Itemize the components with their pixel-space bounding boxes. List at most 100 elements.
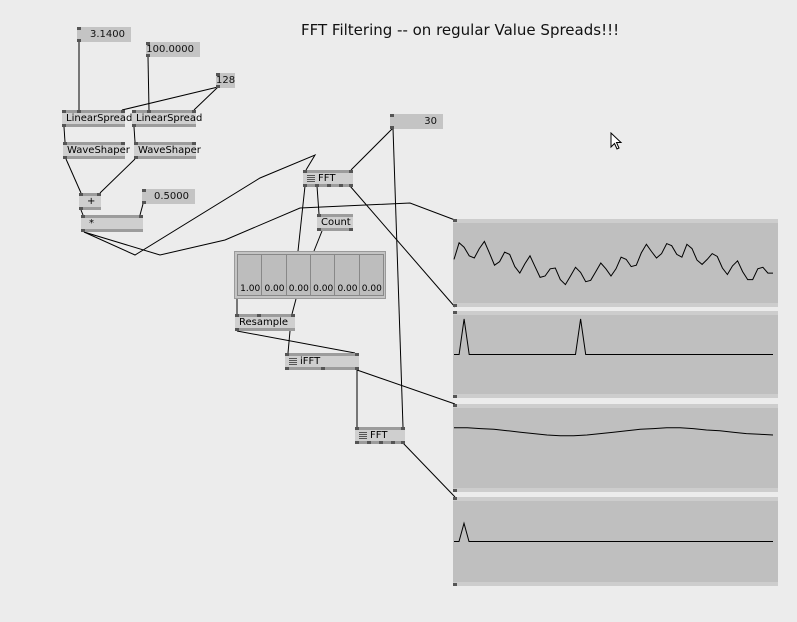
output-pin[interactable]: [327, 184, 331, 187]
input-pin[interactable]: [453, 497, 457, 500]
output-pin[interactable]: [349, 228, 353, 231]
output-pin[interactable]: [453, 395, 457, 398]
node-fft-1[interactable]: FFT: [303, 170, 353, 187]
output-pin[interactable]: [453, 489, 457, 492]
waveform: [454, 427, 774, 437]
output-pin[interactable]: [401, 441, 405, 444]
node-add[interactable]: +: [79, 193, 101, 210]
iobox-3-14[interactable]: 3.1400: [77, 27, 131, 42]
output-pin[interactable]: [285, 367, 289, 370]
renderer-filtered-signal[interactable]: [453, 404, 778, 492]
input-pin[interactable]: [192, 110, 196, 113]
input-pin[interactable]: [285, 353, 289, 356]
input-pin[interactable]: [146, 42, 150, 45]
renderer-filtered-spectrum[interactable]: [453, 497, 778, 586]
output-pin[interactable]: [453, 583, 457, 586]
output-pin[interactable]: [81, 229, 85, 232]
output-pin[interactable]: [355, 441, 359, 444]
output-pin[interactable]: [216, 85, 220, 88]
input-pin[interactable]: [355, 353, 359, 356]
output-pin[interactable]: [77, 39, 81, 42]
output-pin[interactable]: [321, 367, 325, 370]
output-pin[interactable]: [355, 367, 359, 370]
iobox-128[interactable]: 128: [216, 73, 235, 88]
output-pin[interactable]: [453, 304, 457, 307]
input-pin[interactable]: [453, 311, 457, 314]
renderer-fft-spectrum[interactable]: [453, 311, 778, 398]
output-pin[interactable]: [379, 441, 383, 444]
output-pin[interactable]: [132, 124, 136, 127]
node-waveshaper-1[interactable]: WaveShaper: [63, 142, 130, 159]
input-pin[interactable]: [79, 193, 83, 196]
output-pin[interactable]: [62, 124, 66, 127]
input-pin[interactable]: [139, 215, 143, 218]
menu-icon[interactable]: [359, 431, 367, 439]
spread-cell[interactable]: 0.00: [334, 254, 360, 296]
output-pin[interactable]: [390, 126, 394, 129]
iobox-30[interactable]: 30: [390, 114, 443, 129]
output-pin[interactable]: [142, 201, 146, 204]
output-pin[interactable]: [134, 156, 138, 159]
node-label: Resample: [239, 317, 289, 328]
menu-icon[interactable]: [289, 357, 297, 365]
input-pin[interactable]: [355, 427, 359, 430]
spread-cell[interactable]: 0.00: [309, 254, 336, 296]
input-pin[interactable]: [192, 142, 196, 145]
input-pin[interactable]: [142, 189, 146, 192]
input-pin[interactable]: [63, 142, 67, 145]
input-pin[interactable]: [121, 110, 125, 113]
input-pin[interactable]: [147, 110, 151, 113]
node-ifft[interactable]: iFFT: [285, 353, 359, 370]
input-pin[interactable]: [401, 427, 405, 430]
node-label: LinearSpread: [66, 113, 133, 124]
output-pin[interactable]: [63, 156, 67, 159]
input-pin[interactable]: [77, 110, 81, 113]
input-pin[interactable]: [349, 170, 353, 173]
input-pin[interactable]: [216, 73, 220, 76]
spread-iobox[interactable]: 1.00 0.00 0.00 0.00 0.00 0.00: [234, 251, 386, 299]
node-linearspread-2[interactable]: LinearSpread: [132, 110, 202, 127]
input-pin[interactable]: [303, 170, 307, 173]
spread-cell[interactable]: 0.00: [261, 254, 287, 296]
menu-icon[interactable]: [307, 174, 315, 182]
spread-cell[interactable]: 0.00: [285, 254, 311, 296]
iobox-value: 3.1400: [90, 29, 125, 40]
node-waveshaper-2[interactable]: WaveShaper: [134, 142, 201, 159]
output-pin[interactable]: [315, 184, 319, 187]
input-pin[interactable]: [62, 110, 66, 113]
input-pin[interactable]: [257, 314, 261, 317]
iobox-100[interactable]: 100.0000: [146, 42, 200, 57]
input-pin[interactable]: [390, 114, 394, 117]
input-pin[interactable]: [132, 110, 136, 113]
output-pin[interactable]: [349, 184, 353, 187]
node-fft-2[interactable]: FFT: [355, 427, 405, 444]
spread-cell[interactable]: 1.00: [237, 254, 263, 296]
waveform: [454, 521, 773, 542]
input-pin[interactable]: [77, 27, 81, 30]
output-pin[interactable]: [303, 184, 307, 187]
node-linearspread-1[interactable]: LinearSpread: [62, 110, 132, 127]
output-pin[interactable]: [79, 207, 83, 210]
output-pin[interactable]: [391, 441, 395, 444]
input-pin[interactable]: [81, 215, 85, 218]
spread-cell[interactable]: 0.00: [358, 254, 384, 296]
renderer-input-signal[interactable]: [453, 219, 778, 307]
iobox-0-5[interactable]: 0.5000: [142, 189, 195, 204]
node-resample[interactable]: Resample: [235, 314, 295, 331]
input-pin[interactable]: [121, 142, 125, 145]
input-pin[interactable]: [453, 219, 457, 222]
output-pin[interactable]: [339, 184, 343, 187]
output-pin[interactable]: [235, 328, 239, 331]
input-pin[interactable]: [453, 404, 457, 407]
output-pin[interactable]: [367, 441, 371, 444]
input-pin[interactable]: [317, 214, 321, 217]
input-pin[interactable]: [291, 314, 295, 317]
output-pin[interactable]: [317, 228, 321, 231]
node-count[interactable]: Count: [317, 214, 353, 231]
output-pin[interactable]: [146, 54, 150, 57]
input-pin[interactable]: [134, 142, 138, 145]
input-pin[interactable]: [97, 193, 101, 196]
input-pin[interactable]: [235, 314, 239, 317]
wire: [316, 185, 320, 215]
node-multiply[interactable]: *: [81, 215, 143, 232]
